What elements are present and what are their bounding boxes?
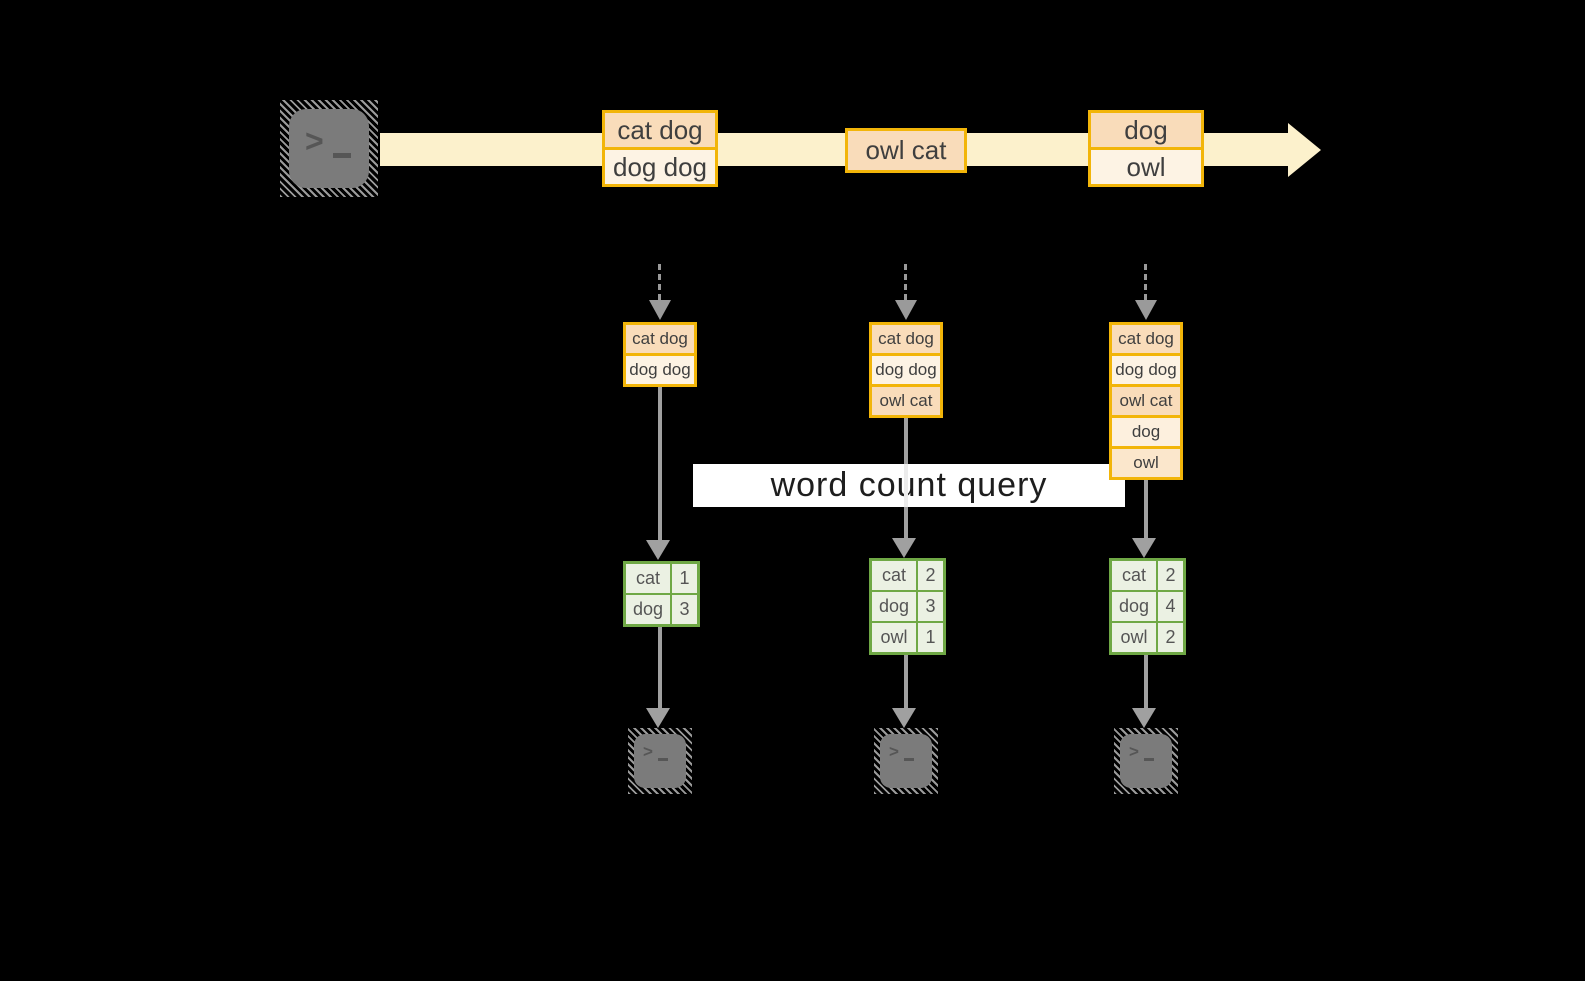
count-cell: 2 (918, 561, 943, 590)
prompt-underscore-icon (658, 758, 668, 761)
word-cell: owl (1112, 623, 1156, 652)
snapshot-stack-1: cat dog dog dog (623, 322, 697, 387)
stream-event-1: cat dog dog dog (602, 110, 718, 187)
terminal-icon: > (874, 728, 938, 794)
arrowhead-icon (646, 708, 670, 728)
dashed-arrowhead-icon (649, 300, 671, 320)
arrowhead-icon (646, 540, 670, 560)
connector-line (658, 387, 662, 540)
terminal-icon-body: > (289, 109, 369, 188)
stream-event-line: dog dog (602, 147, 718, 187)
terminal-icon-body: > (1120, 734, 1172, 788)
dashed-arrowhead-icon (1135, 300, 1157, 320)
terminal-icon-body: > (880, 734, 932, 788)
connector-line (904, 655, 908, 708)
snapshot-line: dog dog (869, 353, 943, 387)
arrowhead-icon (892, 708, 916, 728)
snapshot-stack-2: cat dog dog dog owl cat (869, 322, 943, 418)
prompt-underscore-icon (333, 153, 351, 158)
connector-line (658, 627, 662, 708)
snapshot-line: owl cat (1109, 384, 1183, 418)
word-count-table-2: cat 2 dog 3 owl 1 (869, 558, 946, 655)
connector-line (1144, 655, 1148, 708)
snapshot-line: owl cat (869, 384, 943, 418)
stream-arrowhead-icon (1288, 123, 1321, 177)
query-label-band: word count query (693, 464, 1125, 507)
prompt-underscore-icon (1144, 758, 1154, 761)
count-cell: 2 (1158, 623, 1183, 652)
snapshot-line: owl (1109, 446, 1183, 480)
count-cell: 3 (672, 595, 697, 624)
dashed-arrowhead-icon (895, 300, 917, 320)
dashed-arrow-line (658, 264, 661, 300)
stream-event-line: owl (1088, 147, 1204, 187)
terminal-icon: > (628, 728, 692, 794)
arrowhead-icon (1132, 708, 1156, 728)
prompt-chevron-icon: > (889, 742, 899, 761)
dashed-arrow-line (904, 264, 907, 300)
dashed-arrow-line (1144, 264, 1147, 300)
connector-line (1144, 478, 1148, 538)
count-cell: 3 (918, 592, 943, 621)
snapshot-line: cat dog (869, 322, 943, 356)
stream-event-line: owl cat (845, 128, 967, 173)
prompt-chevron-icon: > (643, 742, 653, 761)
word-cell: cat (626, 564, 670, 593)
word-cell: cat (872, 561, 916, 590)
word-cell: dog (872, 592, 916, 621)
count-cell: 1 (672, 564, 697, 593)
stream-event-3: dog owl (1088, 110, 1204, 187)
count-cell: 4 (1158, 592, 1183, 621)
snapshot-stack-3: cat dog dog dog owl cat dog owl (1109, 322, 1183, 480)
word-count-table-1: cat 1 dog 3 (623, 561, 700, 627)
terminal-icon-body: > (634, 734, 686, 788)
arrowhead-icon (1132, 538, 1156, 558)
snapshot-line: cat dog (1109, 322, 1183, 356)
snapshot-line: dog (1109, 415, 1183, 449)
word-cell: cat (1112, 561, 1156, 590)
terminal-icon: > (280, 100, 378, 197)
connector-line-through-band (904, 464, 908, 507)
snapshot-line: dog dog (1109, 353, 1183, 387)
count-cell: 1 (918, 623, 943, 652)
prompt-chevron-icon: > (305, 123, 324, 159)
stream-event-2: owl cat (845, 128, 967, 173)
prompt-chevron-icon: > (1129, 742, 1139, 761)
count-cell: 2 (1158, 561, 1183, 590)
word-count-table-3: cat 2 dog 4 owl 2 (1109, 558, 1186, 655)
stream-event-line: cat dog (602, 110, 718, 150)
stream-event-line: dog (1088, 110, 1204, 150)
snapshot-line: cat dog (623, 322, 697, 356)
word-cell: dog (1112, 592, 1156, 621)
snapshot-line: dog dog (623, 353, 697, 387)
prompt-underscore-icon (904, 758, 914, 761)
arrowhead-icon (892, 538, 916, 558)
query-label: word count query (770, 466, 1048, 504)
terminal-icon: > (1114, 728, 1178, 794)
word-cell: dog (626, 595, 670, 624)
word-cell: owl (872, 623, 916, 652)
